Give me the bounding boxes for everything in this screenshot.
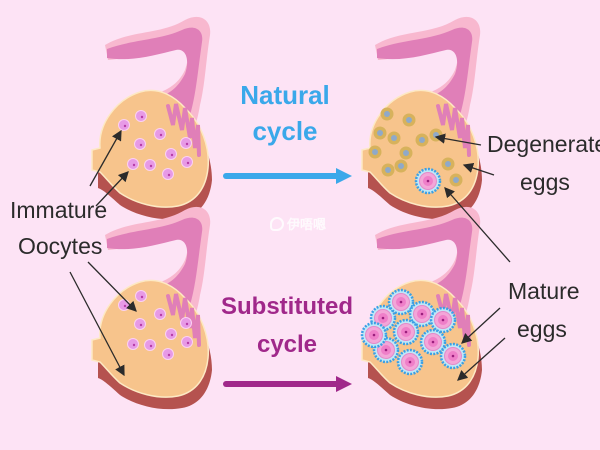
pointer-mature-2	[461, 307, 501, 344]
natural-cycle-label-line2: cycle	[252, 116, 317, 146]
pointer-immature-1	[89, 129, 122, 187]
natural-cycle-label-line1: Natural	[240, 80, 330, 110]
mature-eggs-label-line1: Mature	[508, 278, 580, 304]
natural-cycle-arrow	[223, 168, 352, 184]
degenerated-eggs-label-line1: Degenerated	[487, 131, 600, 157]
pointer-lines	[69, 129, 511, 381]
pointer-mature-1	[444, 187, 511, 263]
ovary-natural-after	[361, 16, 483, 220]
pointer-immature-3	[87, 261, 137, 312]
mature-eggs-label-line2: eggs	[517, 316, 567, 342]
pointer-immature-4	[69, 271, 125, 377]
pointer-degenerated-1	[434, 133, 482, 146]
substituted-cycle-arrow	[223, 376, 352, 392]
pointer-mature-3	[457, 337, 506, 381]
watermark: 伊唔嗯	[270, 214, 326, 233]
pointer-immature-2	[95, 171, 129, 207]
mature-egg	[414, 167, 442, 195]
watermark-logo-icon	[270, 216, 284, 231]
ovary-natural-before	[91, 16, 213, 220]
pointer-degenerated-2	[462, 162, 495, 176]
ovary-substituted-before	[91, 206, 213, 410]
immature-oocytes-label-line1: Immature	[10, 197, 107, 223]
watermark-text: 伊唔嗯	[287, 218, 327, 233]
immature-oocytes-label-line2: Oocytes	[18, 233, 102, 259]
substituted-cycle-label-line2: cycle	[257, 331, 317, 358]
substituted-cycle-label-line1: Substituted	[221, 293, 353, 320]
degenerated-eggs-label-line2: eggs	[520, 169, 570, 195]
ovary-substituted-after	[360, 206, 483, 410]
